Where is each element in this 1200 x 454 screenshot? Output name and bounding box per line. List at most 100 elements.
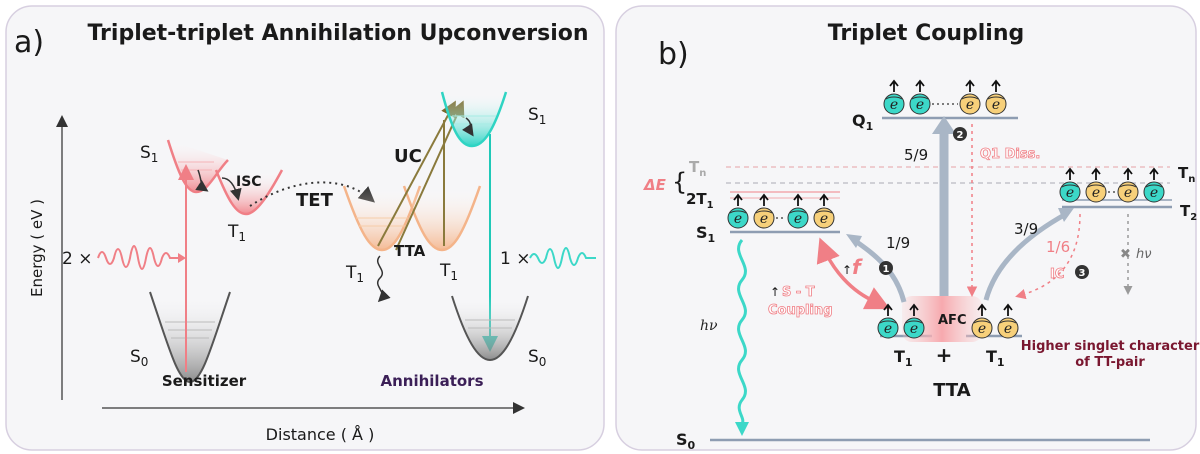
electron-icon: e [1143, 167, 1165, 203]
electron-icon: e [753, 193, 775, 229]
t2-right-label: T2 [1180, 202, 1197, 223]
t1-ann-a-label: T1 [345, 263, 364, 285]
svg-text:e: e [1066, 185, 1074, 201]
tet-label: TET [296, 190, 334, 211]
s0-label: S0 [676, 430, 696, 452]
y-axis-label: Energy ( eV ) [28, 199, 46, 297]
step-2-marker [953, 127, 967, 141]
electron-icon: e [1059, 167, 1081, 203]
electron-icon: e [727, 193, 749, 229]
step-3-number: 3 [1079, 268, 1086, 279]
st-coupling-arrow-tail [862, 287, 891, 310]
st-coupling-label-2: Coupling [768, 303, 833, 318]
fluorescence-wave [737, 239, 747, 425]
svg-text:e: e [1092, 185, 1100, 201]
sensitizer-t1-well [214, 169, 284, 216]
arrow-to-s1-head [846, 234, 862, 248]
svg-text:e: e [884, 321, 892, 337]
electron-icon: e [909, 79, 931, 115]
forbidden-cross-icon: ✖ [1120, 247, 1131, 262]
svg-text:e: e [820, 211, 828, 227]
ic-label: IC [1050, 267, 1064, 282]
s0-right-label: S0 [528, 347, 546, 369]
svg-text:e: e [760, 211, 768, 227]
two-t1-label: 2T1 [686, 190, 714, 211]
svg-text:e: e [916, 97, 924, 113]
q1-label: Q1 [852, 111, 873, 133]
s1-right-label: S1 [528, 105, 546, 127]
annihilator-s0-well [451, 295, 529, 362]
svg-text:e: e [1004, 321, 1012, 337]
oscillator-up-arrow: ↑ [842, 263, 852, 277]
electron-icon: e [971, 303, 993, 339]
electron-icon: e [787, 193, 809, 229]
hv-right-label: hν [1136, 247, 1152, 262]
s1-relax-arrow [462, 117, 474, 137]
svg-text:e: e [1124, 185, 1132, 201]
isc-arrow [221, 177, 242, 201]
electron-icon: e [959, 79, 981, 115]
sensitizer-label: Sensitizer [162, 372, 247, 390]
step-3-marker [1075, 265, 1089, 279]
svg-text:e: e [966, 97, 974, 113]
q1-diss-label: Q1 Diss. [980, 147, 1040, 162]
svg-text:e: e [992, 97, 1000, 113]
coupling-up-arrow: ↑ [770, 285, 780, 299]
electron-icon: e [1085, 167, 1107, 203]
panel-b-title: Triplet Coupling [828, 21, 1025, 46]
x-axis-label: Distance ( Å ) [266, 425, 375, 444]
decay-wavy-arrow [377, 255, 391, 303]
uc-arrow-1 [377, 100, 456, 247]
panel-b-frame [615, 5, 1197, 451]
fraction-t2: 3/9 [1014, 220, 1038, 238]
tn-left-label: Tn [689, 158, 706, 179]
electron-icon: e [877, 303, 899, 339]
sensitizer-s0-well [149, 291, 231, 384]
electron-icon: e [997, 303, 1019, 339]
plus-label: + [936, 343, 953, 367]
delta-e-brace: { [672, 168, 687, 196]
electron-icon: e [883, 79, 905, 115]
arrow-to-q1-head [932, 116, 956, 134]
electron-icon: e [985, 79, 1007, 115]
svg-text:e: e [978, 321, 986, 337]
svg-text:e: e [890, 97, 898, 113]
s1-left-label: S1 [140, 143, 158, 165]
electron-icon: e [813, 193, 835, 229]
t1-left-label: T1 [227, 222, 246, 244]
higher-singlet-label-1: Higher singlet character [1021, 339, 1200, 354]
uc-label: UC [394, 146, 422, 167]
st-coupling-label-1: S - T [782, 285, 815, 300]
fraction-s1: 1/9 [886, 234, 910, 252]
incoming-wave-head [178, 253, 186, 263]
panel-a-title: Triplet-triplet Annihilation Upconversio… [87, 21, 588, 46]
arrow-to-t2-head [1058, 208, 1074, 222]
arrow-to-t2 [983, 211, 1068, 301]
delta-e-label: ΔE [643, 176, 667, 194]
step-2-number: 2 [957, 130, 964, 141]
step-1-number: 1 [883, 264, 890, 275]
relax-arrow [195, 169, 209, 192]
fraction-q1: 5/9 [904, 146, 928, 164]
annihilators-label: Annihilators [381, 372, 484, 390]
annihilator-t1-well-b [402, 185, 482, 252]
svg-text:e: e [1150, 185, 1158, 201]
t1-b-label: T1 [986, 347, 1005, 369]
hv-left-label: hν [700, 318, 718, 334]
svg-text:e: e [794, 211, 802, 227]
s0-left-label: S0 [130, 347, 148, 369]
out-photons-label: 1 × [500, 249, 530, 269]
outgoing-wave [529, 247, 596, 269]
fluorescence-wave-head [735, 422, 749, 436]
fraction-ic: 1/6 [1046, 238, 1070, 256]
in-photons-label: 2 × [62, 249, 92, 269]
svg-text:e: e [734, 211, 742, 227]
panel-a-letter: a) [14, 25, 44, 60]
t1-a-label: T1 [894, 347, 913, 369]
